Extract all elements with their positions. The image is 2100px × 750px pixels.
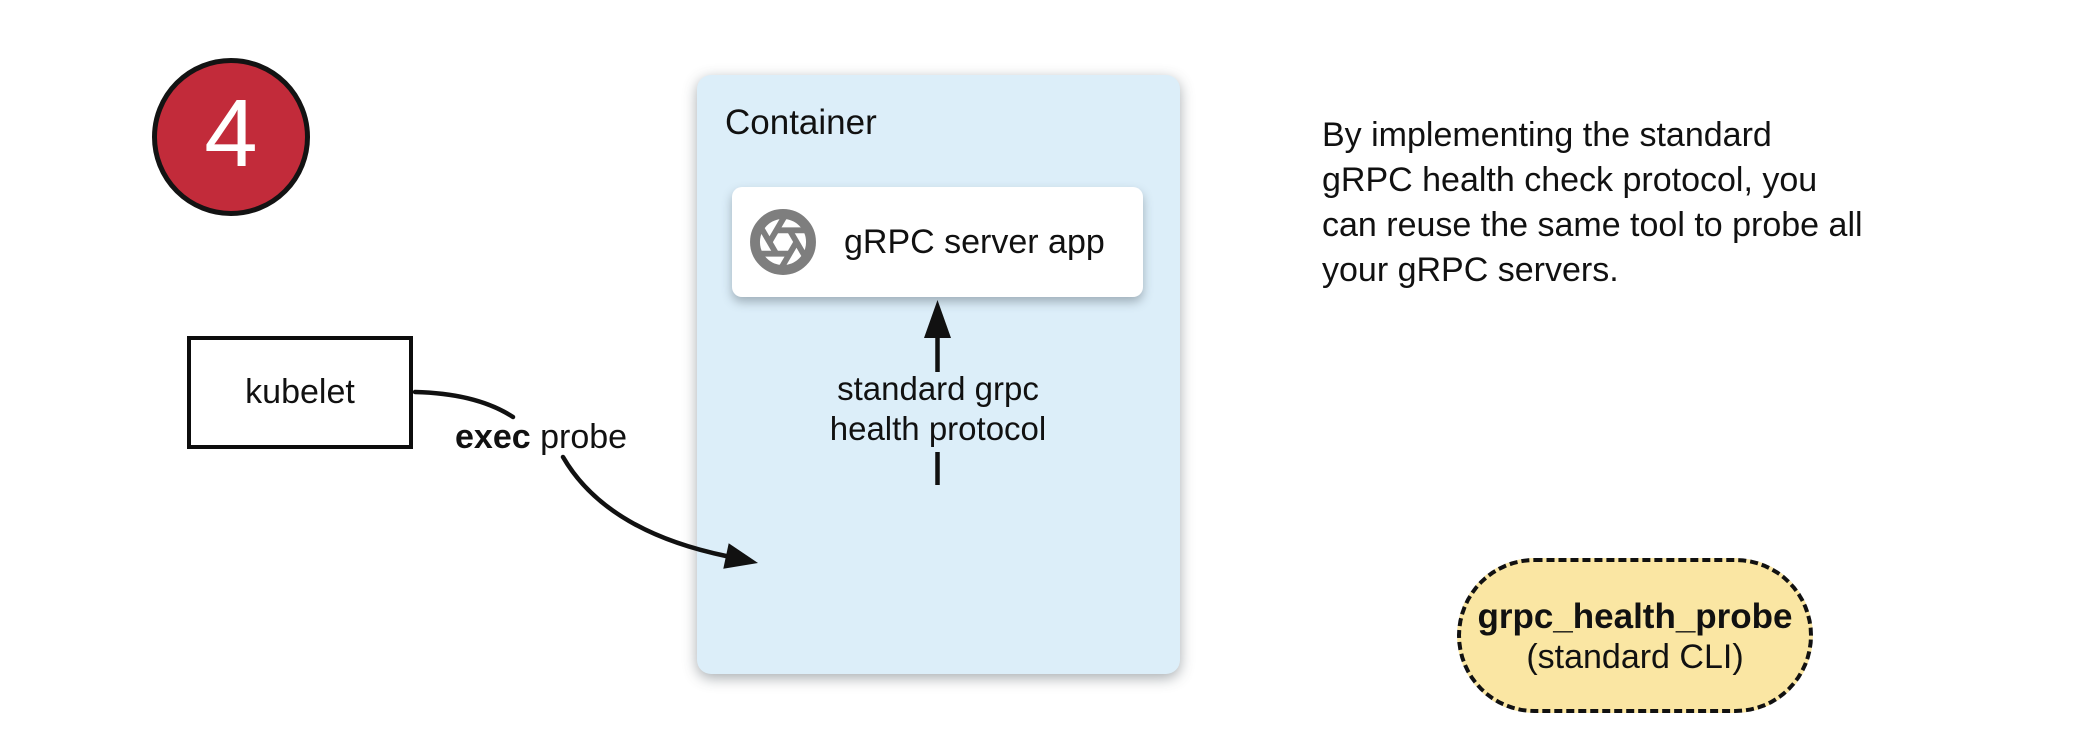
note-paragraph: By implementing the standard gRPC health… [1322, 113, 1863, 293]
note-line: By implementing the standard [1322, 116, 1772, 154]
exec-probe-edge-start [412, 389, 516, 420]
exec-probe-label-rest: probe [530, 418, 628, 456]
health-protocol-line2: health protocol [829, 410, 1047, 447]
grpc-health-probe-subtitle: (standard CLI) [1526, 637, 1744, 676]
health-protocol-line1: standard grpc [837, 370, 1039, 407]
kubelet-label: kubelet [245, 373, 355, 411]
note-line: gRPC health check protocol, you [1322, 161, 1818, 199]
container-panel: Container gRPC server app [697, 75, 1813, 713]
note-line: can reuse the same tool to probe all [1322, 206, 1863, 244]
container-label: Container [725, 103, 877, 142]
grpc-server-app-label: gRPC server app [844, 222, 1105, 261]
step-number-badge: 4 [152, 58, 310, 216]
grpc-health-probe-title: grpc_health_probe [1477, 596, 1793, 636]
step-number: 4 [204, 80, 258, 187]
grpc-server-app-node: gRPC server app [732, 187, 1143, 297]
health-protocol-edge-label: standard grpc health protocol [778, 369, 1098, 449]
aperture-icon [748, 207, 818, 277]
note-line: your gRPC servers. [1322, 251, 1619, 289]
grpc-health-probe-node: grpc_health_probe (standard CLI) [1457, 558, 1813, 713]
exec-probe-label-bold: exec [455, 418, 531, 456]
exec-probe-edge-label: exec probe [455, 418, 627, 457]
kubelet-node: kubelet [187, 336, 413, 449]
